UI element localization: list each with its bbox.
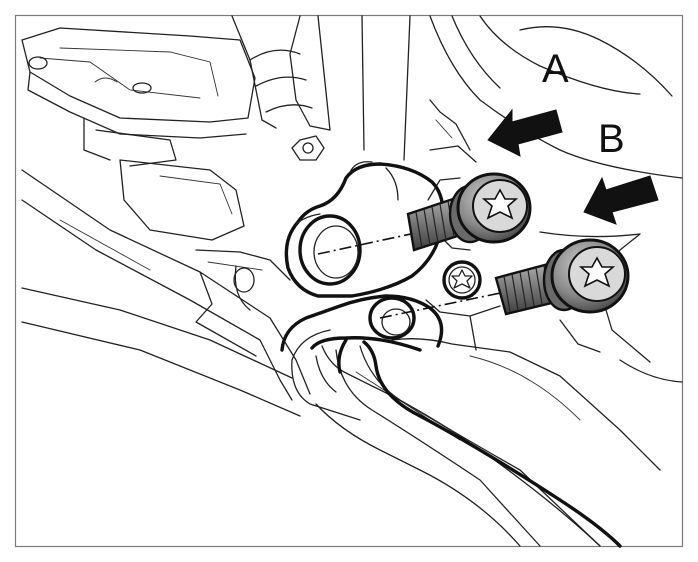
bolt-a [406,172,532,252]
callout-b-label: B [598,117,625,161]
direction-arrow-icon [487,108,563,157]
torx-bolt-head-icon [442,260,482,300]
callout-a-label: A [542,47,569,91]
hose [310,336,622,548]
bolt-a-axis-line [317,231,421,255]
bolt-b-torx-icon [578,256,616,288]
direction-arrow-icon-b [583,175,659,225]
bolt-a-torx-icon [481,188,519,220]
background-linework [21,15,683,547]
hex-nut [291,135,325,161]
lower-bracket-tab [280,294,444,352]
bolt-b [494,238,630,316]
